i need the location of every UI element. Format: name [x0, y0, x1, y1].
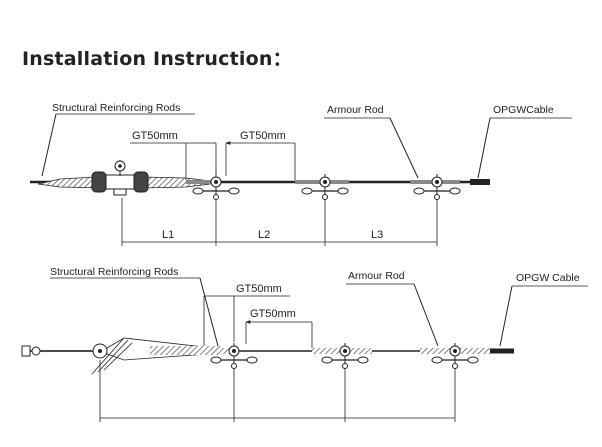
cable-end — [470, 179, 490, 185]
dim-l3: L3 — [371, 229, 383, 241]
damper-clamp — [413, 173, 461, 201]
armour-rod-segment — [186, 180, 216, 184]
dim-l1: L1 — [162, 229, 174, 241]
damper-clamp — [321, 342, 369, 370]
gap-label-2: GT50mm — [250, 308, 296, 320]
gap-label-1: GT50mm — [132, 130, 178, 142]
leader-armour-rod — [389, 117, 419, 179]
leader-reinforcing-rods — [199, 277, 219, 347]
leader-reinforcing-rods — [41, 113, 57, 177]
label-cable: OPGW Cable — [516, 272, 580, 284]
diagram-2: Structural Reinforcing Rods Armour Rod O… — [21, 266, 588, 422]
label-cable: OPGWCable — [493, 104, 554, 116]
label-armour-rod: Armour Rod — [348, 270, 405, 282]
damper-clamp — [431, 342, 479, 370]
gap-label-1: GT50mm — [236, 283, 282, 295]
reinforcing-rods-assembly — [37, 160, 211, 196]
label-reinforcing-rods: Structural Reinforcing Rods — [52, 102, 180, 114]
damper-clamp — [192, 173, 240, 201]
damper-clamp — [301, 173, 349, 201]
dead-end-assembly — [21, 337, 223, 375]
label-armour-rod: Armour Rod — [327, 104, 384, 116]
diagram-1: Structural Reinforcing Rods Armour Rod O… — [30, 102, 572, 246]
gap-label-2: GT50mm — [240, 130, 286, 142]
page-title: Installation Instruction： — [22, 48, 292, 70]
label-reinforcing-rods: Structural Reinforcing Rods — [50, 266, 178, 278]
leader-cable — [477, 117, 491, 179]
dim-l2: L2 — [258, 229, 270, 241]
leader-cable — [499, 285, 513, 347]
armour-rod-segment — [200, 348, 230, 354]
leader-armour-rod — [413, 283, 439, 347]
cable-end — [490, 348, 514, 354]
